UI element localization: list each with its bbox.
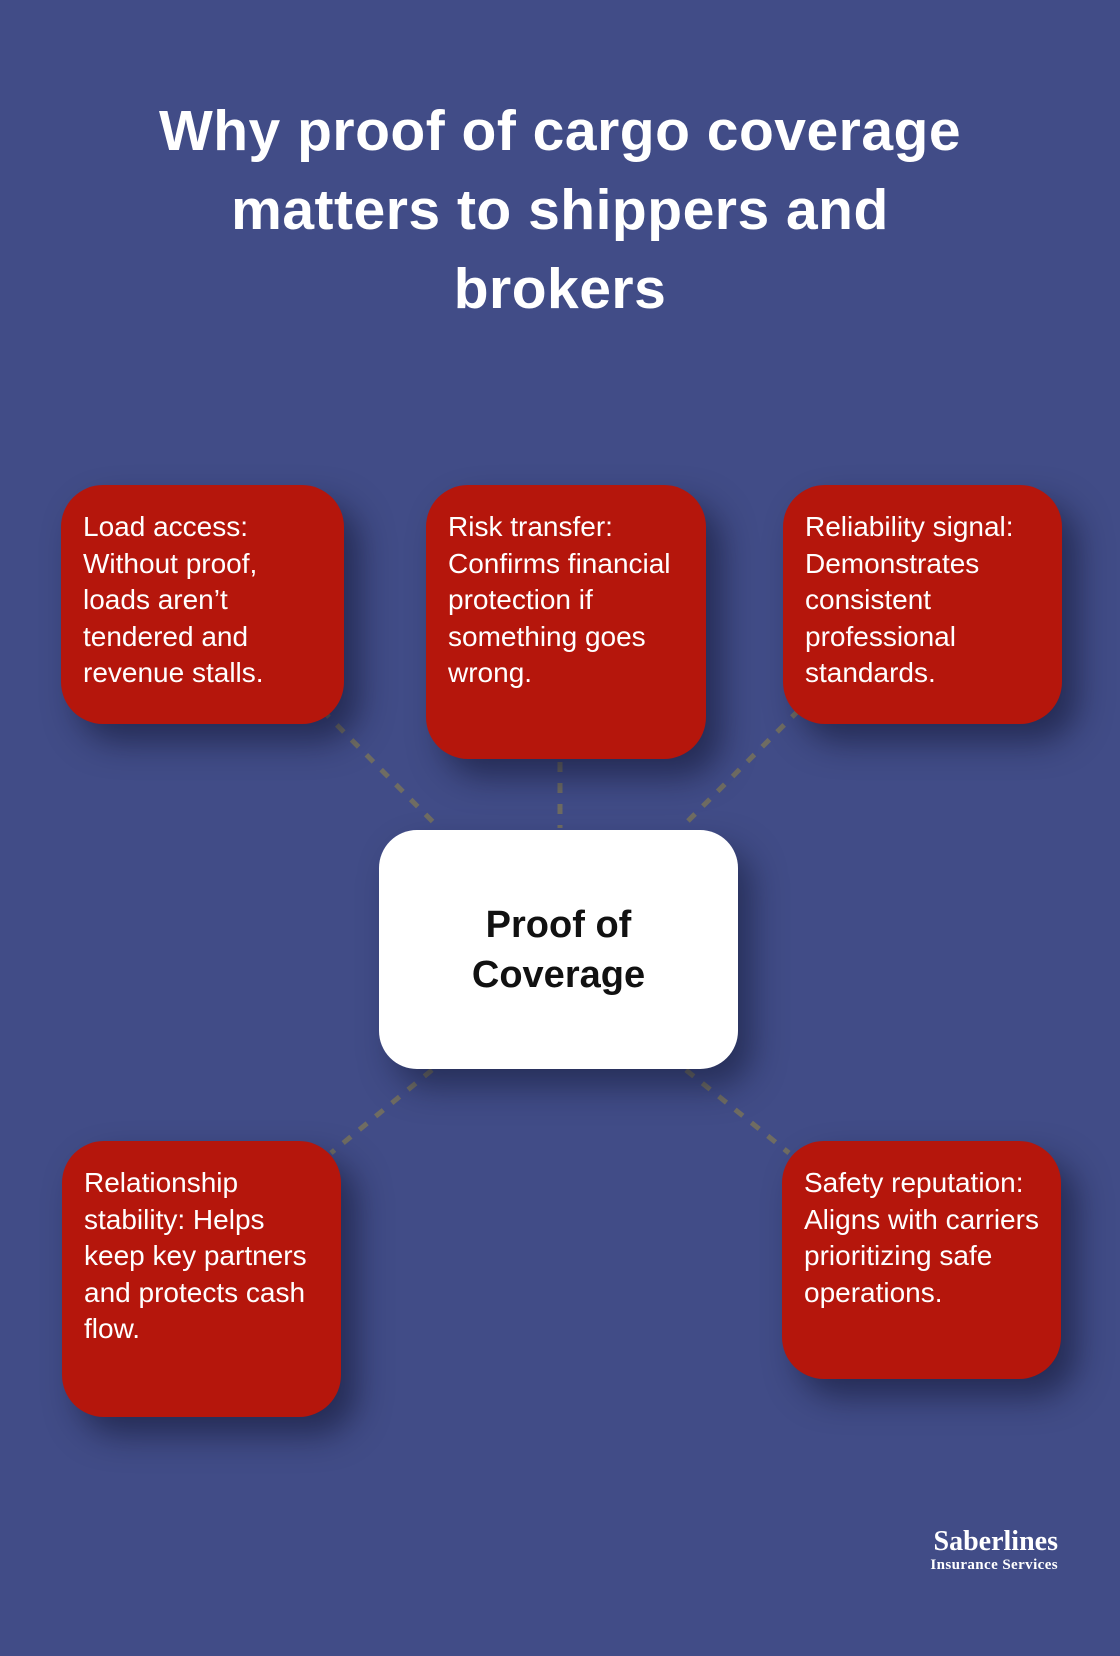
connector-safety-reputation: [684, 1068, 791, 1155]
connector-relationship-stability: [329, 1068, 434, 1155]
page-title-line-1: Why proof of cargo coverage: [158, 99, 962, 163]
brand-logo-name: Saberlines: [933, 1526, 1058, 1557]
reason-card-safety-reputation: Safety reputation: Aligns with carriers …: [782, 1141, 1061, 1379]
center-label-line-1: Proof of: [485, 903, 632, 946]
page-title: Why proof of cargo coverage matters to s…: [0, 92, 1120, 329]
brand-logo: Saberlines Insurance Services: [930, 1527, 1058, 1574]
center-node-label: Proof of Coverage: [472, 900, 645, 1000]
center-label-line-2: Coverage: [471, 953, 646, 996]
brand-logo-tagline: Insurance Services: [930, 1557, 1058, 1573]
reason-card-risk-transfer: Risk transfer: Confirms financial protec…: [426, 485, 706, 759]
page-title-line-3: brokers: [453, 257, 667, 321]
reason-text-load-access: Load access: Without proof, loads aren’t…: [83, 511, 264, 688]
reason-text-risk-transfer: Risk transfer: Confirms financial protec…: [448, 511, 671, 688]
reason-text-relationship-stability: Relationship stability: Helps keep key p…: [84, 1167, 307, 1344]
reason-text-reliability-signal: Reliability signal: Demonstrates consist…: [805, 511, 1014, 688]
page-title-line-2: matters to shippers and: [231, 178, 889, 242]
reason-card-relationship-stability: Relationship stability: Helps keep key p…: [62, 1141, 341, 1417]
reason-text-safety-reputation: Safety reputation: Aligns with carriers …: [804, 1167, 1039, 1308]
center-node-proof-of-coverage: Proof of Coverage: [379, 830, 738, 1069]
reason-card-load-access: Load access: Without proof, loads aren’t…: [61, 485, 344, 724]
reason-card-reliability-signal: Reliability signal: Demonstrates consist…: [783, 485, 1062, 724]
connector-load-access: [320, 708, 439, 828]
